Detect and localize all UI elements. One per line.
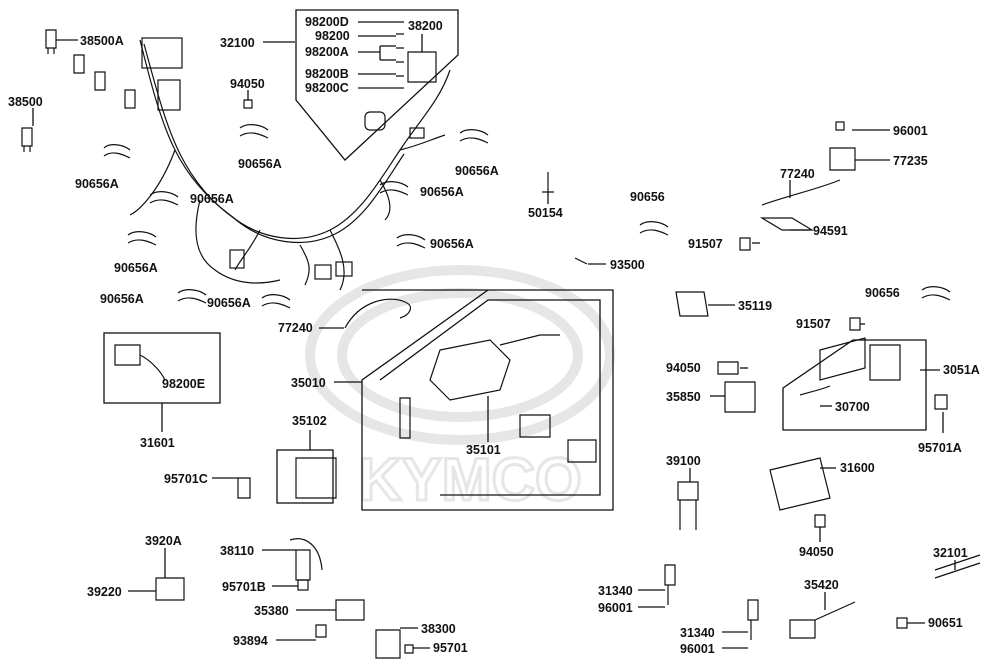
label-50154: 50154 [528, 206, 563, 220]
box-3051A [782, 339, 927, 431]
label-35850: 35850 [666, 390, 701, 404]
label-31340-2: 31340 [680, 626, 715, 640]
label-35119: 35119 [738, 299, 773, 313]
box-35010 [361, 289, 614, 511]
label-39100: 39100 [666, 454, 701, 468]
label-90656A-9: 90656A [430, 237, 474, 251]
leader-lines [32, 21, 956, 649]
label-35101: 35101 [466, 443, 501, 457]
watermark-text: KYMCO [358, 446, 581, 513]
label-90656A-1: 90656A [238, 157, 282, 171]
label-95701A: 95701A [918, 441, 962, 455]
label-98200E: 98200E [162, 377, 206, 391]
label-98200B: 98200B [305, 67, 349, 81]
label-90656A-8: 90656A [420, 185, 464, 199]
label-98200C: 98200C [305, 81, 349, 95]
label-30700: 30700 [835, 400, 870, 414]
label-90651: 90651 [928, 616, 963, 630]
label-95701C: 95701C [164, 472, 208, 486]
label-93500: 93500 [610, 258, 645, 272]
label-98200A: 98200A [305, 45, 349, 59]
label-96001-top: 96001 [893, 124, 928, 138]
label-31601: 31601 [140, 436, 175, 450]
label-98200D: 98200D [305, 15, 349, 29]
box-35010-inner [379, 299, 601, 496]
harness [129, 37, 451, 291]
box-35102 [276, 449, 334, 504]
label-35420: 35420 [804, 578, 839, 592]
label-77240-right: 77240 [780, 167, 815, 181]
label-35380: 35380 [254, 604, 289, 618]
label-35102: 35102 [292, 414, 327, 428]
label-91507-2: 91507 [796, 317, 831, 331]
label-90656A-7: 90656A [455, 164, 499, 178]
label-38300: 38300 [421, 622, 456, 636]
label-3920A: 3920A [145, 534, 182, 548]
label-38500: 38500 [8, 95, 43, 109]
group-boxes [103, 9, 927, 511]
label-94050-top: 94050 [230, 77, 265, 91]
label-77240-left: 77240 [278, 321, 313, 335]
box-31601 [103, 332, 221, 404]
label-95701B: 95701B [222, 580, 266, 594]
box-connectors [295, 9, 459, 161]
label-90656A-6: 90656A [207, 296, 251, 310]
label-93894: 93894 [233, 634, 268, 648]
label-90656A-3: 90656A [190, 192, 234, 206]
label-31340-1: 31340 [598, 584, 633, 598]
label-39220: 39220 [87, 585, 122, 599]
watermark-logo [305, 265, 615, 445]
label-90656A-5: 90656A [100, 292, 144, 306]
label-90656A-2: 90656A [75, 177, 119, 191]
label-31600: 31600 [840, 461, 875, 475]
label-94050-low: 94050 [799, 545, 834, 559]
label-90656-1: 90656 [630, 190, 665, 204]
label-38110: 38110 [220, 544, 255, 558]
label-96001-1: 96001 [598, 601, 633, 615]
label-98200: 98200 [315, 29, 350, 43]
label-38200: 38200 [408, 19, 443, 33]
label-3051A: 3051A [943, 363, 980, 377]
label-96001-2: 96001 [680, 642, 715, 656]
label-38500A: 38500A [80, 34, 124, 48]
label-91507-1: 91507 [688, 237, 723, 251]
label-94591: 94591 [813, 224, 848, 238]
label-95701: 95701 [433, 641, 468, 655]
label-77235: 77235 [893, 154, 928, 168]
label-32101: 32101 [933, 546, 968, 560]
label-94050-mid: 94050 [666, 361, 701, 375]
label-90656A-4: 90656A [114, 261, 158, 275]
label-32100: 32100 [220, 36, 255, 50]
label-35010: 35010 [291, 376, 326, 390]
label-90656-2: 90656 [865, 286, 900, 300]
parts [21, 21, 981, 659]
